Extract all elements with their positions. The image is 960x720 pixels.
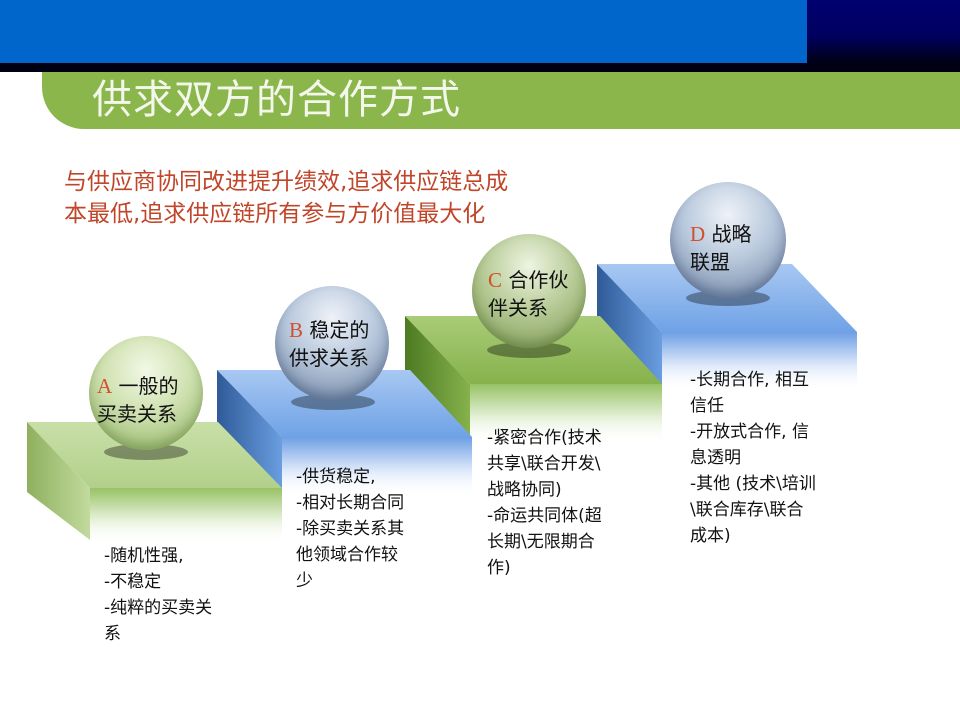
stage-a-letter: A bbox=[97, 374, 113, 398]
step-b bbox=[217, 370, 472, 520]
subtitle: 与供应商协同改进提升绩效,追求供应链总成 本最低,追求供应链所有参与方价值最大化 bbox=[64, 166, 604, 230]
stage-c-sphere: C 合作伙 伴关系 bbox=[472, 234, 586, 348]
stage-a-label: A 一般的 买卖关系 bbox=[97, 374, 179, 426]
list-item: 少 bbox=[296, 571, 313, 591]
list-item: 信任 bbox=[690, 396, 724, 416]
list-item: -紧密合作(技术 bbox=[487, 428, 602, 448]
stage-d-sphere: D 战略 联盟 bbox=[670, 182, 786, 298]
list-item: 系 bbox=[104, 624, 121, 644]
top-bar bbox=[0, 0, 960, 72]
step-d bbox=[597, 264, 857, 410]
stage-c-description: -紧密合作(技术 共享\联合开发\ 战略协同) -命运共同体(超 长期\无限期合… bbox=[487, 425, 602, 581]
step-a bbox=[27, 422, 282, 544]
list-item: -命运共同体(超 bbox=[487, 506, 602, 526]
list-item: 成本) bbox=[690, 526, 731, 546]
stage-b-letter: B bbox=[289, 318, 304, 342]
list-item: -相对长期合同 bbox=[296, 493, 405, 513]
list-item: 息透明 bbox=[690, 448, 741, 468]
list-item: -不稳定 bbox=[104, 572, 162, 592]
stage-b-sphere: B 稳定的 供求关系 bbox=[275, 286, 389, 400]
list-item: \联合库存\联合 bbox=[690, 500, 804, 520]
list-item: 长期\无限期合 bbox=[487, 532, 595, 552]
list-item: -其他 (技术\培训 bbox=[690, 474, 816, 494]
title-banner: 供求双方的合作方式 bbox=[42, 72, 960, 129]
list-item: -开放式合作, 信 bbox=[690, 422, 809, 442]
stage-d-description: -长期合作, 相互 信任 -开放式合作, 信 息透明 -其他 (技术\培训 \联… bbox=[690, 367, 816, 549]
stage-b-label: B 稳定的 供求关系 bbox=[289, 318, 370, 370]
top-bar-blue-band bbox=[0, 0, 807, 63]
stage-a-sphere: A 一般的 买卖关系 bbox=[89, 336, 203, 450]
list-item: -纯粹的买卖关 bbox=[104, 598, 213, 618]
list-item: -长期合作, 相互 bbox=[690, 370, 809, 390]
list-item: -供货稳定, bbox=[296, 467, 376, 487]
stage-d-label: D 战略 联盟 bbox=[690, 222, 752, 274]
list-item: 作) bbox=[487, 558, 511, 578]
stage-d-letter: D bbox=[690, 222, 706, 246]
list-item: -除买卖关系其 bbox=[296, 519, 405, 539]
stage-a-description: -随机性强, -不稳定 -纯粹的买卖关 系 bbox=[104, 543, 212, 647]
stage-c-letter: C bbox=[488, 268, 503, 292]
stage-b-description: -供货稳定, -相对长期合同 -除买卖关系其 他领域合作较 少 bbox=[296, 464, 404, 594]
list-item: 共享\联合开发\ bbox=[487, 454, 601, 474]
subtitle-line-1: 与供应商协同改进提升绩效,追求供应链总成 bbox=[64, 169, 509, 195]
page-title: 供求双方的合作方式 bbox=[92, 77, 461, 123]
stage-c-label: C 合作伙 伴关系 bbox=[488, 268, 569, 320]
list-item: 战略协同) bbox=[487, 480, 562, 500]
list-item: 他领域合作较 bbox=[296, 545, 398, 565]
list-item: -随机性强, bbox=[104, 546, 184, 566]
subtitle-line-2: 本最低,追求供应链所有参与方价值最大化 bbox=[64, 201, 486, 227]
